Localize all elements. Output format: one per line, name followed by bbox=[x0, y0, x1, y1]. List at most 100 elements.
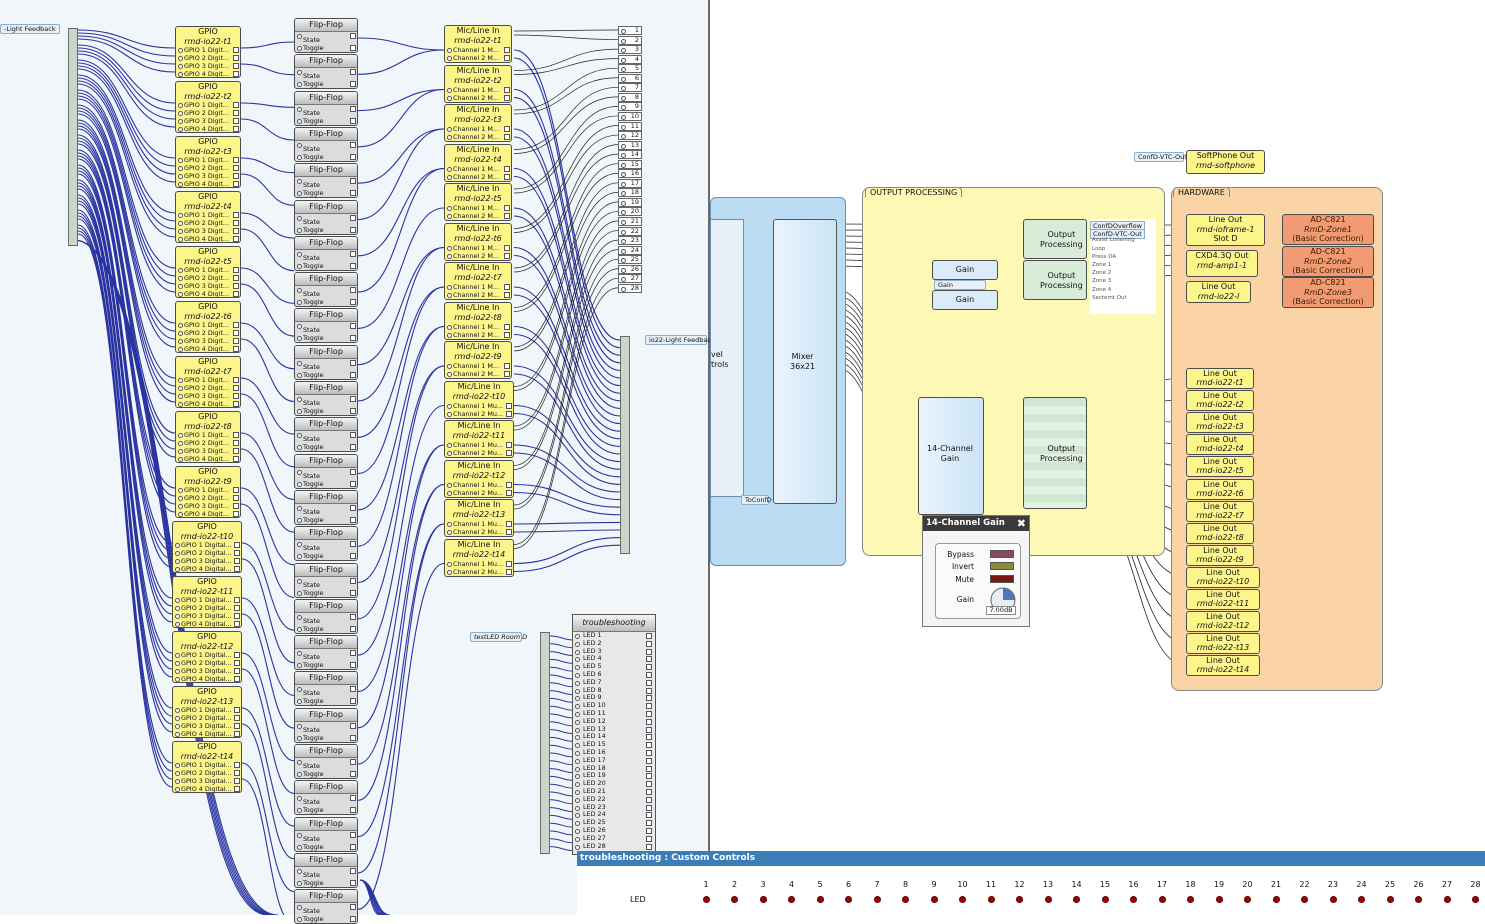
flip-flop-toggle[interactable]: Toggle bbox=[295, 189, 357, 197]
led-input[interactable]: LED 18 bbox=[573, 764, 655, 773]
output-port-1[interactable]: 1 bbox=[618, 26, 642, 35]
sidebar-tag[interactable]: Loop bbox=[1092, 245, 1106, 252]
gpio-row[interactable]: GPIO 1 Digital... bbox=[173, 651, 241, 659]
channel-1-mute[interactable]: Channel 1 Mu... bbox=[445, 560, 513, 568]
flip-flop-state[interactable]: State bbox=[295, 177, 357, 189]
flip-flop-toggle[interactable]: Toggle bbox=[295, 625, 357, 633]
gpio-row[interactable]: GPIO 2 Digit... bbox=[176, 274, 240, 282]
gpio-row[interactable]: GPIO 1 Digit... bbox=[176, 211, 240, 219]
gpio-row[interactable]: GPIO 4 Digit... bbox=[176, 400, 240, 407]
gain-value-field[interactable]: 7.00dB bbox=[986, 606, 1016, 615]
close-icon[interactable]: ✖ bbox=[1016, 517, 1026, 530]
led-input[interactable]: LED 10 bbox=[573, 701, 655, 710]
led-input[interactable]: LED 14 bbox=[573, 733, 655, 741]
led-indicator-8[interactable] bbox=[902, 896, 909, 903]
flip-flop-toggle[interactable]: Toggle bbox=[295, 697, 357, 705]
gpio-row[interactable]: GPIO 4 Digit... bbox=[176, 180, 240, 187]
flip-flop-toggle[interactable]: Toggle bbox=[295, 371, 357, 379]
flip-flop-state[interactable]: State bbox=[295, 831, 357, 843]
led-input[interactable]: LED 27 bbox=[573, 834, 655, 843]
output-port-26[interactable]: 26 bbox=[618, 264, 642, 274]
led-indicator-11[interactable] bbox=[987, 896, 995, 903]
flip-flop-toggle[interactable]: Toggle bbox=[295, 407, 357, 415]
14-channel-gain-block[interactable]: 14-Channel Gain bbox=[918, 397, 984, 515]
led-indicator-23[interactable] bbox=[1329, 896, 1337, 903]
flip-flop-toggle[interactable]: Toggle bbox=[295, 334, 357, 342]
gpio-row[interactable]: GPIO 1 Digital... bbox=[173, 761, 241, 769]
flip-flop-toggle[interactable]: Toggle bbox=[295, 44, 357, 52]
output-port-3[interactable]: 3 bbox=[618, 45, 642, 55]
channel-1-mute[interactable]: Channel 1 M... bbox=[445, 323, 511, 331]
led-input[interactable]: LED 7 bbox=[573, 678, 655, 687]
flip-flop-state[interactable]: State bbox=[295, 649, 357, 661]
channel-1-mute[interactable]: Channel 1 M... bbox=[445, 204, 511, 212]
channel-2-mute[interactable]: Channel 2 M... bbox=[445, 331, 511, 339]
sidebar-tag[interactable]: Press DA bbox=[1092, 253, 1117, 260]
io22-light-feedback-tag[interactable]: io22-Light Feedback bbox=[645, 335, 715, 345]
gpio-row[interactable]: GPIO 2 Digital... bbox=[173, 659, 241, 667]
led-indicator-13[interactable] bbox=[1044, 896, 1052, 903]
gpio-row[interactable]: GPIO 4 Digital... bbox=[173, 565, 241, 572]
channel-2-mute[interactable]: Channel 2 M... bbox=[445, 212, 511, 220]
led-indicator-2[interactable] bbox=[731, 896, 738, 903]
gpio-row[interactable]: GPIO 3 Digit... bbox=[176, 447, 240, 455]
led-indicator-17[interactable] bbox=[1158, 896, 1166, 903]
gpio-row[interactable]: GPIO 1 Digital... bbox=[173, 706, 241, 714]
led-indicator-27[interactable] bbox=[1443, 896, 1451, 903]
led-input[interactable]: LED 22 bbox=[573, 795, 655, 804]
flip-flop-toggle[interactable]: Toggle bbox=[295, 734, 357, 742]
gpio-row[interactable]: GPIO 3 Digital... bbox=[173, 722, 241, 730]
output-port-5[interactable]: 5 bbox=[618, 64, 642, 74]
flip-flop-state[interactable]: State bbox=[295, 613, 357, 625]
flip-flop-toggle[interactable]: Toggle bbox=[295, 80, 357, 88]
dialog-titlebar[interactable]: 14-Channel Gain ✖ bbox=[923, 516, 1029, 531]
channel-2-mute[interactable]: Channel 2 M... bbox=[445, 252, 511, 260]
flip-flop-toggle[interactable]: Toggle bbox=[295, 153, 357, 161]
output-port-4[interactable]: 4 bbox=[618, 54, 642, 64]
output-port-6[interactable]: 6 bbox=[618, 73, 642, 83]
led-input[interactable]: LED 15 bbox=[573, 740, 655, 749]
channel-1-mute[interactable]: Channel 1 Mu... bbox=[445, 441, 513, 449]
output-port-11[interactable]: 11 bbox=[618, 121, 642, 131]
light-feedback-tag[interactable]: -Light Feedback bbox=[0, 24, 60, 34]
invert-button[interactable] bbox=[990, 562, 1014, 570]
gain-tag[interactable]: Gain bbox=[934, 280, 986, 290]
gpio-row[interactable]: GPIO 4 Digit... bbox=[176, 510, 240, 517]
led-indicator-3[interactable] bbox=[759, 896, 767, 903]
gpio-row[interactable]: GPIO 4 Digital... bbox=[173, 785, 241, 792]
channel-2-mute[interactable]: Channel 2 Mu... bbox=[445, 489, 513, 497]
led-indicator-4[interactable] bbox=[788, 896, 795, 903]
channel-2-mute[interactable]: Channel 2 Mu... bbox=[445, 568, 513, 576]
gpio-row[interactable]: GPIO 4 Digit... bbox=[176, 290, 240, 297]
softphone-tag[interactable]: ConfD-VTC-Out bbox=[1134, 152, 1187, 162]
output-port-19[interactable]: 19 bbox=[618, 197, 642, 207]
output-processing-block-3[interactable]: Output Processing bbox=[1023, 397, 1087, 509]
gpio-row[interactable]: GPIO 2 Digit... bbox=[176, 494, 240, 502]
gpio-row[interactable]: GPIO 1 Digit... bbox=[176, 486, 240, 494]
flip-flop-toggle[interactable]: Toggle bbox=[295, 770, 357, 778]
channel-2-mute[interactable]: Channel 2 M... bbox=[445, 291, 511, 299]
mixer-36x21-block[interactable]: Mixer 36x21 bbox=[773, 219, 837, 504]
output-port-10[interactable]: 10 bbox=[618, 111, 642, 121]
led-input[interactable]: LED 1 bbox=[573, 631, 655, 640]
